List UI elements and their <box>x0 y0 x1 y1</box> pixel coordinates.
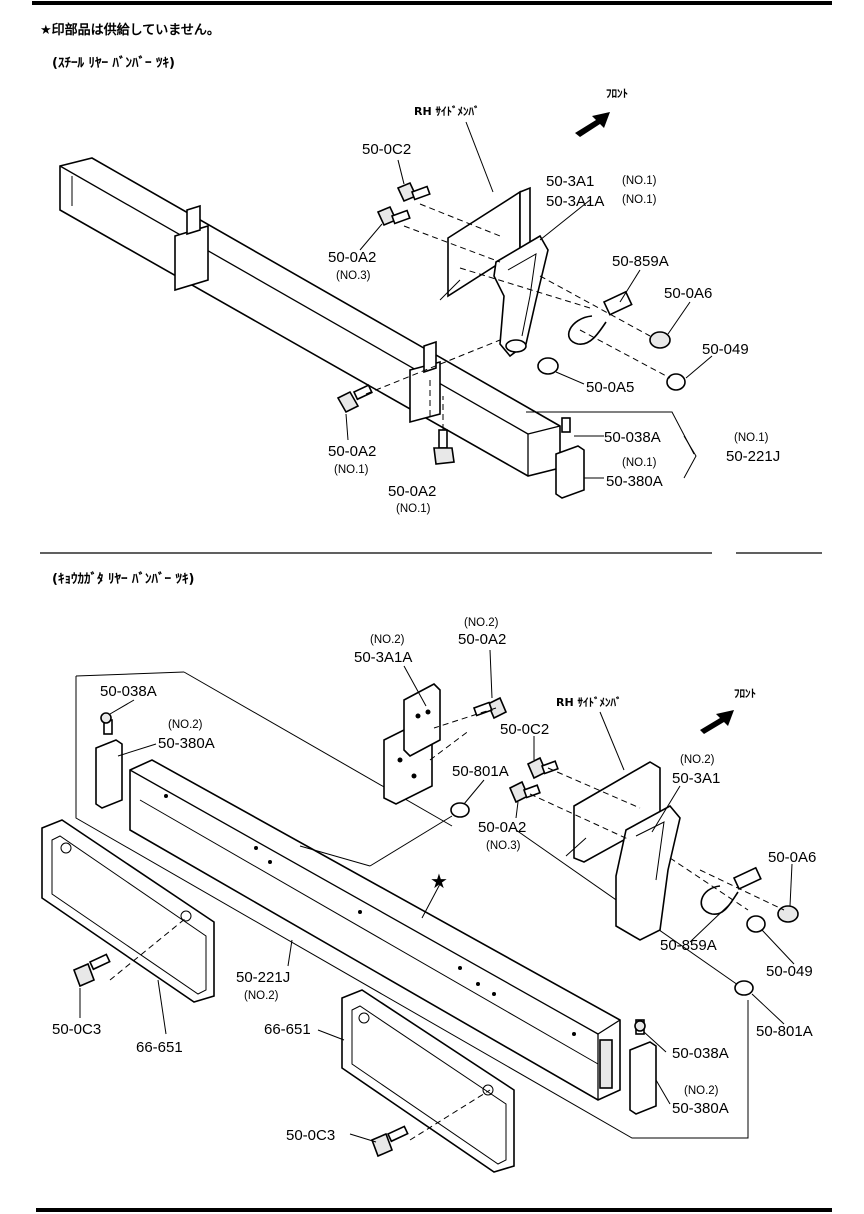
label-50-0a2-bottom: 50-0A2 <box>388 483 436 500</box>
nut-801a-right-icon <box>734 980 754 996</box>
label-50-221j-no: (NO.1) <box>734 432 769 444</box>
label-50-380a: 50-380A <box>606 473 663 490</box>
label-2-50-3a1a-no: (NO.2) <box>370 634 405 646</box>
label-2-50-0c3-left: 50-0C3 <box>52 1021 101 1038</box>
label-50-049: 50-049 <box>702 341 749 358</box>
label-2-50-380a-right: 50-380A <box>672 1100 729 1117</box>
label-50-3a1a-no: (NO.1) <box>622 194 657 206</box>
front-arrow-2-icon <box>700 710 734 734</box>
label-2-50-0a6: 50-0A6 <box>768 849 816 866</box>
side-member-label-1: RH ｻｲﾄﾞﾒﾝﾊﾞ <box>414 104 480 118</box>
front-label-2: ﾌﾛﾝﾄ <box>734 687 756 700</box>
bolt-0c3-left-icon <box>72 953 111 988</box>
stopper-380a-1-icon <box>555 417 585 499</box>
label-2-66-651-right: 66-651 <box>264 1021 311 1038</box>
label-2-50-0a2-top: 50-0A2 <box>458 631 506 648</box>
bolt-0a2-top-icon <box>376 205 411 227</box>
bolt-0c2-2-icon <box>526 756 559 780</box>
plate-bracket-right <box>341 989 515 1173</box>
side-member-label-2: RH ｻｲﾄﾞﾒﾝﾊﾞ <box>556 695 622 709</box>
label-50-3a1: 50-3A1 <box>546 173 594 190</box>
stopper-380a-right-icon <box>629 1019 657 1115</box>
label-2-50-0a2-mid: 50-0A2 <box>478 819 526 836</box>
bolt-0a2-3-icon <box>508 780 541 804</box>
bolt-0a2-left-icon <box>336 384 373 414</box>
tow-hook-1-icon <box>567 290 633 345</box>
front-label-1: ﾌﾛﾝﾄ <box>606 87 628 100</box>
section1-title: (ｽﾁｰﾙ ﾘﾔｰ ﾊﾞﾝﾊﾞｰ ﾂｷ) <box>52 55 175 71</box>
plate-bracket-left <box>41 819 215 1003</box>
label-2-50-380a-left: 50-380A <box>158 735 215 752</box>
label-2-50-3a1: 50-3A1 <box>672 770 720 787</box>
rear-bumper-beam <box>129 759 621 1101</box>
label-2-50-3a1-no: (NO.2) <box>680 754 715 766</box>
bracket-3a1-2 <box>615 804 681 941</box>
label-2-50-380a-left-no: (NO.2) <box>168 719 203 731</box>
not-supplied-note: ★印部品は供給していません。 <box>40 22 220 38</box>
bolt-0c2-icon <box>396 181 431 203</box>
label-50-0a2-left-no: (NO.1) <box>334 464 369 476</box>
bolt-0a2-bottom-icon <box>433 429 455 465</box>
label-50-038a: 50-038A <box>604 429 661 446</box>
label-50-0c2: 50-0C2 <box>362 141 411 158</box>
frame-rail <box>59 157 561 477</box>
bolt-0c3-bottom-icon <box>370 1125 409 1158</box>
star-marker: ★ <box>430 871 448 893</box>
nut-0a5-icon <box>537 357 559 375</box>
label-50-221j: 50-221J <box>726 448 780 465</box>
label-50-0a2-left: 50-0A2 <box>328 443 376 460</box>
mounting-bracket-1 <box>493 234 549 358</box>
label-50-859a: 50-859A <box>612 253 669 270</box>
nut-049-2-icon <box>746 915 766 933</box>
label-2-50-3a1a: 50-3A1A <box>354 649 412 666</box>
label-2-50-859a: 50-859A <box>660 937 717 954</box>
nut-0a6-icon <box>649 331 671 349</box>
label-2-50-221j: 50-221J <box>236 969 290 986</box>
stopper-380a-left-icon <box>95 719 123 809</box>
front-arrow-icon <box>575 112 610 137</box>
clip-038a-left-icon <box>100 712 112 724</box>
label-2-50-380a-right-no: (NO.2) <box>684 1085 719 1097</box>
label-2-50-0c2: 50-0C2 <box>500 721 549 738</box>
label-50-0a5: 50-0A5 <box>586 379 634 396</box>
bolt-0a2-2-icon <box>472 696 508 720</box>
label-50-0a2-top-no: (NO.3) <box>336 270 371 282</box>
section2-title: (ｷｮｳｶｶﾞﾀ ﾘﾔｰ ﾊﾞﾝﾊﾞｰ ﾂｷ) <box>52 571 194 587</box>
label-50-0a2-top: 50-0A2 <box>328 249 376 266</box>
nut-801a-left-icon <box>450 802 470 818</box>
label-2-66-651-left: 66-651 <box>136 1039 183 1056</box>
label-2-50-038a-left: 50-038A <box>100 683 157 700</box>
label-50-380a-no: (NO.1) <box>622 457 657 469</box>
assembly-outline <box>75 676 749 1139</box>
clip-038a-right-icon <box>634 1020 646 1032</box>
label-50-3a1a: 50-3A1A <box>546 193 604 210</box>
label-2-50-038a-right: 50-038A <box>672 1045 729 1062</box>
label-50-0a6: 50-0A6 <box>664 285 712 302</box>
label-2-50-801a-right: 50-801A <box>756 1023 813 1040</box>
nut-0a6-2-icon <box>777 905 799 923</box>
label-2-50-0a2-top-no: (NO.2) <box>464 617 499 629</box>
bracket-3a1a-2 <box>383 683 441 805</box>
label-50-3a1-no: (NO.1) <box>622 175 657 187</box>
label-2-50-801a-left: 50-801A <box>452 763 509 780</box>
label-2-50-0a2-mid-no: (NO.3) <box>486 840 521 852</box>
label-50-0a2-bottom-no: (NO.1) <box>396 503 431 515</box>
label-2-50-049: 50-049 <box>766 963 813 980</box>
label-2-50-0c3-bottom: 50-0C3 <box>286 1127 335 1144</box>
nut-049-icon <box>666 373 686 391</box>
label-2-50-221j-no: (NO.2) <box>244 990 279 1002</box>
